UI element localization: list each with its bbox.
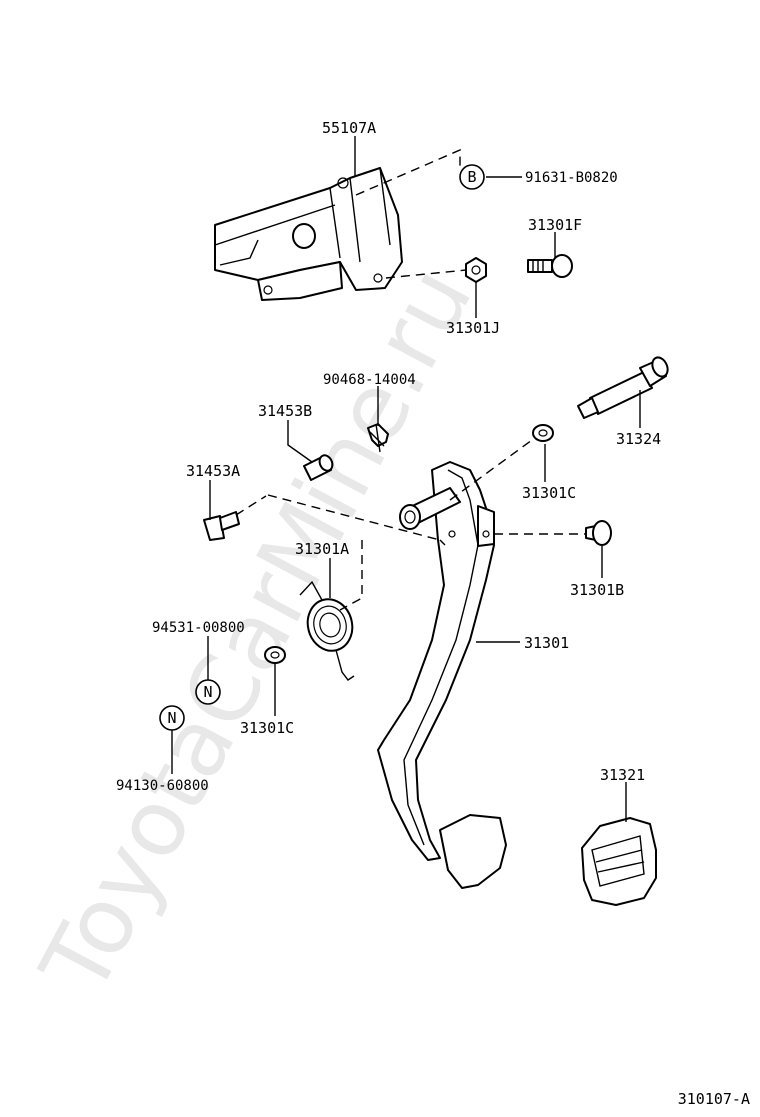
label-31301C-upper[interactable]: 31301C — [522, 484, 576, 502]
label-31453B[interactable]: 31453B — [258, 402, 312, 420]
label-31301B[interactable]: 31301B — [570, 581, 624, 599]
label-31324[interactable]: 31324 — [616, 430, 661, 448]
symbol-b-callout: B — [459, 164, 485, 190]
label-31321[interactable]: 31321 — [600, 766, 645, 784]
symbol-n-callout-1: N — [195, 679, 221, 705]
watermark-text: ToyotaCarMine.ru — [20, 250, 492, 1011]
part-labels: 55107A 91631-B0820 31301F 31301J 90468-1… — [116, 119, 661, 794]
label-55107A[interactable]: 55107A — [322, 119, 376, 137]
assembly-dashed-lines — [235, 148, 586, 611]
label-94531-00800[interactable]: 94531-00800 — [152, 620, 245, 636]
label-31301A[interactable]: 31301A — [295, 540, 349, 558]
label-90468-14004[interactable]: 90468-14004 — [323, 372, 416, 388]
symbol-b-letter: B — [467, 168, 476, 186]
symbol-n-letter-1: N — [203, 683, 212, 701]
nut-31301J-drawing[interactable] — [465, 257, 487, 283]
symbol-n-callout-2: N — [159, 705, 185, 731]
clip-90468-14004-drawing[interactable] — [367, 423, 389, 453]
symbol-n-letter-2: N — [167, 709, 176, 727]
bolt-31301F-drawing[interactable] — [527, 254, 573, 278]
washer-31301C-lower-drawing[interactable] — [264, 646, 286, 664]
washer-31301C-upper-drawing[interactable] — [532, 424, 554, 442]
stopper-31301B-drawing[interactable] — [585, 520, 612, 546]
pin-31453A-drawing[interactable] — [203, 511, 240, 541]
pedal-pad-31321-drawing[interactable] — [581, 817, 657, 906]
label-94130-60800[interactable]: 94130-60800 — [116, 778, 209, 794]
label-31301C-lower[interactable]: 31301C — [240, 719, 294, 737]
label-31301F[interactable]: 31301F — [528, 216, 582, 234]
diagram-id: 310107-A — [678, 1090, 750, 1108]
label-31453A[interactable]: 31453A — [186, 462, 240, 480]
label-31301[interactable]: 31301 — [524, 634, 569, 652]
pedal-arm-31301-drawing[interactable] — [377, 461, 507, 889]
bracket-55107A-drawing[interactable] — [214, 167, 403, 301]
spring-31301A-drawing[interactable] — [299, 580, 358, 681]
bushing-31453B-drawing[interactable] — [303, 453, 335, 481]
label-31301J[interactable]: 31301J — [446, 319, 500, 337]
label-91631-B0820[interactable]: 91631-B0820 — [525, 170, 618, 186]
shaft-bolt-31324-drawing[interactable] — [577, 355, 671, 419]
leader-lines — [171, 136, 641, 822]
